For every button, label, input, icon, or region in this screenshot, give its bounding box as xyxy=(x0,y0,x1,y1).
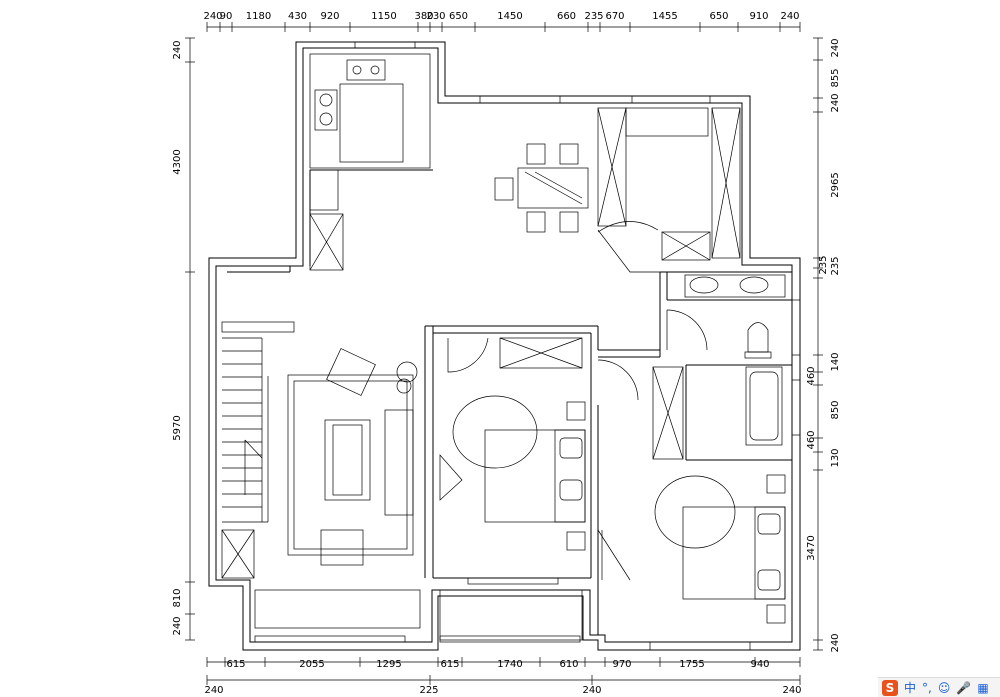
bottom-outer-label: 240 xyxy=(204,685,223,696)
sogou-logo-icon[interactable]: S xyxy=(882,679,898,696)
wardrobe xyxy=(652,366,684,460)
bedroom-middle xyxy=(439,337,586,551)
bottom-outer-labels: 240 225 240 240 xyxy=(204,685,801,696)
ime-toolbar[interactable]: S 中 °, ☺ 🎤 ▦ xyxy=(878,677,1000,697)
top-dimension-label: 230 xyxy=(426,11,445,22)
balcony-mid xyxy=(439,589,583,641)
ime-punctuation[interactable]: °, xyxy=(922,680,932,695)
left-dimension-label: 240 xyxy=(172,40,183,59)
bottom-outer-label: 225 xyxy=(419,685,438,696)
right-dimension-label: 2965 xyxy=(830,172,841,197)
left-dimension-label: 5970 xyxy=(172,415,183,440)
left-dimension-label: 240 xyxy=(172,616,183,635)
bottom-dimension-label: 970 xyxy=(612,659,631,670)
bottom-dimension-label: 615 xyxy=(226,659,245,670)
rug-middle xyxy=(452,395,538,469)
top-dimension-label: 1150 xyxy=(371,11,396,22)
exterior-walls xyxy=(208,41,801,651)
right-dimension-label: 235 xyxy=(830,256,841,275)
kitchen-sink-icon xyxy=(346,59,386,81)
windows xyxy=(254,41,801,651)
top-dimension-label: 240 xyxy=(203,11,222,22)
top-dimension-label: 670 xyxy=(605,11,624,22)
left-dimension-line xyxy=(185,37,195,641)
stove-icon xyxy=(314,89,338,131)
ime-emoji-icon[interactable]: ☺ xyxy=(937,680,951,695)
bottom-dimension-label: 1295 xyxy=(376,659,401,670)
bottom-outer-label: 240 xyxy=(582,685,601,696)
top-dimension-label: 90 xyxy=(220,11,233,22)
bathtub-icon xyxy=(745,366,783,446)
kitchen-cabinet xyxy=(309,213,344,271)
dimension-tick xyxy=(244,439,263,459)
top-dimension-line xyxy=(206,22,801,32)
bathroom xyxy=(666,274,786,446)
right-dimension-label: 240 xyxy=(830,633,841,652)
bottom-dimension-label: 1755 xyxy=(679,659,704,670)
dining-table xyxy=(494,143,589,233)
left-dimension-label: 4300 xyxy=(172,149,183,174)
right-dimension-label: 460 xyxy=(806,366,817,385)
armchair-bottom xyxy=(320,529,364,566)
ime-keyboard-icon[interactable]: ▦ xyxy=(977,680,989,695)
top-dimension-label: 430 xyxy=(288,11,307,22)
top-dimension-label: 240 xyxy=(780,11,799,22)
right-dimension-label: 140 xyxy=(830,352,841,371)
wardrobe-middle xyxy=(499,337,583,369)
ime-voice-icon[interactable]: 🎤 xyxy=(956,680,972,695)
right-dimension-label: 3470 xyxy=(806,535,817,560)
foyer-cabinets xyxy=(597,107,741,273)
right-dimension-label: 850 xyxy=(830,400,841,419)
bottom-dimension-labels: 615 2055 1295 615 1740 610 970 1755 940 xyxy=(226,659,769,670)
bottom-dimension-label: 2055 xyxy=(299,659,324,670)
right-dimension-label: 240 xyxy=(830,93,841,112)
sofa xyxy=(384,409,414,516)
bottom-dimension-label: 610 xyxy=(559,659,578,670)
interior-walls xyxy=(227,169,792,635)
shoe-cabinet xyxy=(221,529,255,579)
top-dimension-label: 910 xyxy=(749,11,768,22)
living-room xyxy=(221,321,583,641)
bottom-dimension-label: 615 xyxy=(440,659,459,670)
top-dimension-label: 1180 xyxy=(246,11,271,22)
bottom-dimension-line xyxy=(206,657,801,685)
top-dimension-label: 920 xyxy=(320,11,339,22)
right-dimension-label: 855 xyxy=(830,68,841,87)
bottom-dimension-label: 1740 xyxy=(497,659,522,670)
right-dimension-label: 130 xyxy=(830,448,841,467)
bedroom-right xyxy=(597,359,786,624)
top-dimension-label: 1450 xyxy=(497,11,522,22)
left-dimension-labels: 240 4300 5970 810 240 xyxy=(172,40,183,635)
right-dimension-label: 240 xyxy=(830,38,841,57)
coffee-table xyxy=(324,419,371,501)
top-dimension-label: 1455 xyxy=(652,11,677,22)
balcony-left xyxy=(254,589,421,629)
right-dimension-label: 235 xyxy=(818,255,829,274)
top-dimension-label: 650 xyxy=(709,11,728,22)
staircase xyxy=(222,337,269,523)
vanity-counter xyxy=(684,274,786,298)
rug-right xyxy=(654,475,736,549)
armchair-top xyxy=(326,348,376,396)
kitchen xyxy=(309,53,431,271)
top-dimension-label: 650 xyxy=(449,11,468,22)
top-dimension-label: 235 xyxy=(584,11,603,22)
bottom-outer-label: 240 xyxy=(782,685,801,696)
plant-icon xyxy=(396,361,418,383)
bottom-dimension-label: 940 xyxy=(750,659,769,670)
right-dimension-line xyxy=(813,37,823,651)
top-dimension-label: 660 xyxy=(557,11,576,22)
living-rug xyxy=(287,374,414,556)
right-dimension-label: 460 xyxy=(806,430,817,449)
top-dimension-label: 380 xyxy=(414,11,433,22)
ime-chinese-mode[interactable]: 中 xyxy=(904,681,917,695)
toilet-icon xyxy=(747,322,769,353)
left-dimension-label: 810 xyxy=(172,588,183,607)
